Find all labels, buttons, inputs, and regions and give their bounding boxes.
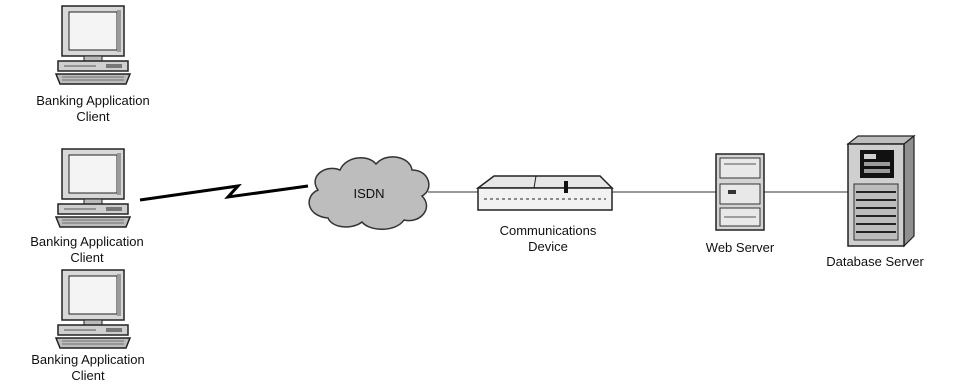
client-label-2: Banking Application Client (2, 234, 172, 266)
isdn-label: ISDN (353, 186, 384, 201)
database-server-icon (846, 134, 916, 248)
client-label-1: Banking Application Client (8, 93, 178, 125)
client-label-line2: Client (71, 368, 105, 383)
client-label-line2: Client (70, 250, 104, 265)
client-label-line2: Client (76, 109, 110, 124)
communications-device-icon (475, 175, 614, 211)
web-server-label: Web Server (705, 240, 775, 255)
web-server-icon (715, 153, 765, 231)
client-label-line1: Banking Application (31, 352, 145, 367)
connection-lines (139, 183, 848, 202)
client-computer-icon-2 (55, 148, 131, 228)
client-label-line1: Banking Application (30, 234, 144, 249)
comm-device-label: Communications Device (468, 223, 628, 255)
comm-device-label-line1: Communications (499, 223, 597, 238)
client-computer-icon-1 (55, 5, 131, 85)
isdn-lightning-link (139, 183, 309, 202)
client-computer-icon-3 (55, 269, 131, 349)
isdn-cloud-icon (308, 156, 430, 230)
comm-device-label-line2: Device (528, 239, 568, 254)
database-server-label: Database Server (826, 254, 924, 269)
client-label-line1: Banking Application (36, 93, 150, 108)
client-label-3: Banking Application Client (3, 352, 173, 384)
